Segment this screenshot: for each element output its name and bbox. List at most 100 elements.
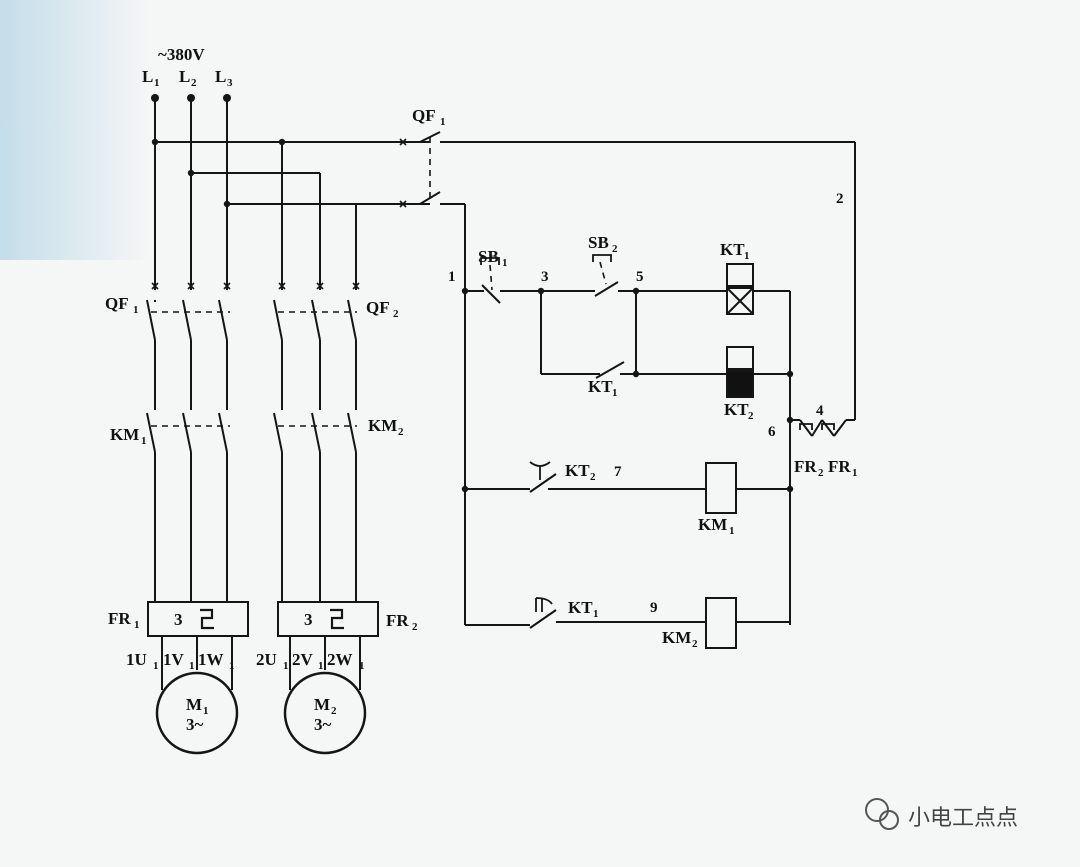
motor-2-name: M <box>314 695 330 714</box>
km1-coil-icon <box>705 462 737 514</box>
kt1-contact-sub: 1 <box>593 608 599 620</box>
kt1-contact-label: KT <box>568 598 593 617</box>
terminal-2u-sub: 1 <box>283 660 289 672</box>
kt1-coil-label: KT <box>720 240 745 259</box>
sb1-cap-icon <box>480 257 500 265</box>
terminal-marks <box>151 138 407 290</box>
button-caps <box>480 254 835 612</box>
sb2-sub: 2 <box>612 243 618 255</box>
fr1-sub: 1 <box>134 619 140 631</box>
kt1-cross <box>726 287 754 315</box>
terminal-2v: 2V <box>292 650 314 669</box>
terminal-1w-sub: 1 <box>229 660 235 672</box>
fr1-contact-label: FR <box>828 457 851 476</box>
fr2-contact-sub: 2 <box>818 467 824 479</box>
line-l2-sub: 2 <box>191 77 197 89</box>
coils <box>705 263 754 649</box>
km1-main-label: KM <box>110 425 139 444</box>
line-l1-sub: 1 <box>154 77 160 89</box>
node-2: 2 <box>836 191 844 207</box>
node-9: 9 <box>650 600 658 616</box>
km2-coil-label: KM <box>662 628 691 647</box>
qf1-label: QF <box>105 294 129 313</box>
terminal-1v: 1V <box>163 650 185 669</box>
kt2-coil-icon <box>726 370 754 398</box>
fr2-contact-icon <box>799 423 813 430</box>
kt2-coil-label: KT <box>724 400 749 419</box>
motor-2-icon <box>283 671 367 755</box>
node-1: 1 <box>448 269 456 285</box>
sb1-sub: 1 <box>502 257 508 269</box>
overload-boxes <box>147 601 379 637</box>
line-l3: L <box>215 67 226 86</box>
fr2-sub: 2 <box>412 621 418 633</box>
node-3: 3 <box>541 269 549 285</box>
km1-main-sub: 1 <box>141 435 147 447</box>
supply-voltage: ~380V <box>158 45 205 64</box>
node-5: 5 <box>636 269 644 285</box>
km1-coil-label: KM <box>698 515 727 534</box>
line-l2: L <box>179 67 190 86</box>
node-7: 7 <box>614 464 622 480</box>
line-l1: L <box>142 67 153 86</box>
fr1-label: FR <box>108 609 131 628</box>
wechat-icon <box>865 798 889 822</box>
terminal-2v-sub: 1 <box>318 660 324 672</box>
motor-1-name: M <box>186 695 202 714</box>
kt2-coil-sub: 2 <box>748 410 754 422</box>
terminal-1v-sub: 1 <box>189 660 195 672</box>
main-breaker-sub: 1 <box>440 116 446 128</box>
terminal-1u-sub: 1 <box>153 660 159 672</box>
linkages <box>151 137 607 427</box>
sb2-cap-icon <box>592 254 612 262</box>
sb1-label: SB <box>478 247 499 266</box>
junctions <box>151 94 794 493</box>
kt2-contact-sub: 2 <box>590 471 596 483</box>
km2-main-sub: 2 <box>398 426 404 438</box>
terminal-1u: 1U <box>126 650 147 669</box>
terminal-2w-sub: 1 <box>359 660 365 672</box>
node-4: 4 <box>816 403 824 419</box>
kt1-seal-label: KT <box>588 377 613 396</box>
fr1-contact-sub: 1 <box>852 467 858 479</box>
fr2-contact-label: FR <box>794 457 817 476</box>
motor-1-icon <box>155 671 239 755</box>
kt1-seal-sub: 1 <box>612 387 618 399</box>
kt2-delay-icon <box>529 461 551 480</box>
thermal-symbols <box>200 608 344 630</box>
motor-1-phase: 3~ <box>186 715 204 734</box>
qf1-sub: 1 <box>133 304 139 316</box>
motor-2-phase: 3~ <box>314 715 332 734</box>
watermark: 小电工点点 <box>865 798 1018 831</box>
wiring <box>146 98 856 690</box>
sb2-label: SB <box>588 233 609 252</box>
motor-symbols <box>155 671 367 755</box>
terminal-2w: 2W <box>327 650 353 669</box>
node-6: 6 <box>768 424 776 440</box>
fr1-poles: 3 <box>174 610 183 629</box>
fr2-box <box>277 601 379 637</box>
kt1-top <box>726 263 754 287</box>
km1-coil-sub: 1 <box>729 525 735 537</box>
terminal-2u: 2U <box>256 650 277 669</box>
kt2-contact-label: KT <box>565 461 590 480</box>
km2-main-label: KM <box>368 416 397 435</box>
fr1-box <box>147 601 249 637</box>
kt2-top <box>726 346 754 370</box>
watermark-text: 小电工点点 <box>908 806 1018 831</box>
terminal-1w: 1W <box>198 650 224 669</box>
line-l3-sub: 3 <box>227 77 233 89</box>
motor-2-sub: 2 <box>331 705 337 717</box>
kt1-delay-icon <box>535 597 553 612</box>
qf2-sub: 2 <box>393 308 399 320</box>
kt1-coil-sub: 1 <box>744 250 750 262</box>
motor-1-sub: 1 <box>203 705 209 717</box>
km2-coil-icon <box>705 597 737 649</box>
km2-coil-sub: 2 <box>692 638 698 650</box>
fr2-label: FR <box>386 611 409 630</box>
fr2-poles: 3 <box>304 610 313 629</box>
main-breaker-label: QF <box>412 106 436 125</box>
background-tint <box>0 0 150 260</box>
